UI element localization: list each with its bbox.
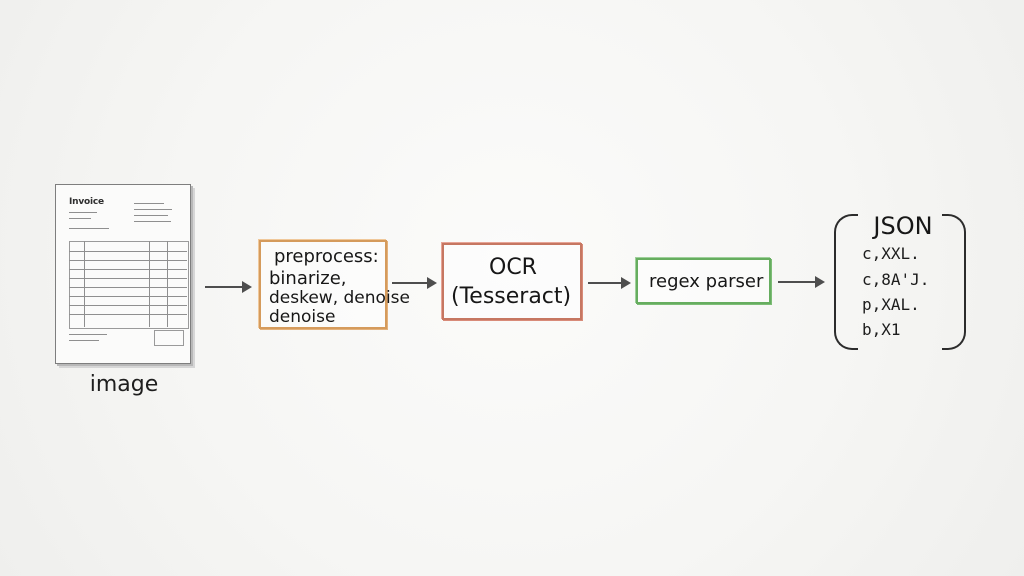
invoice-title: Invoice	[69, 197, 104, 207]
table-column-divider	[84, 241, 85, 327]
json-line-3: p,XAL.	[862, 295, 920, 314]
preprocess-step-box	[259, 240, 387, 329]
preprocess-line-1: preprocess:	[274, 246, 379, 267]
table-column-divider	[167, 241, 168, 327]
arrow-to-json	[778, 276, 825, 288]
ocr-step-box	[442, 243, 582, 320]
table-row-line	[69, 278, 187, 279]
parser-step-box	[636, 258, 771, 304]
arrow-to-ocr	[392, 277, 437, 289]
total-box	[154, 330, 184, 346]
json-line-2: c,8A'J.	[862, 270, 930, 289]
arrow-to-parser	[588, 277, 631, 289]
preprocess-line-2: binarize,	[269, 268, 347, 289]
meta-line	[134, 203, 164, 204]
invoice-document: Invoice	[55, 184, 191, 364]
invoice-table	[69, 241, 189, 329]
preprocess-line-4: denoise	[269, 307, 336, 327]
header-line	[69, 212, 97, 213]
meta-line	[134, 221, 171, 222]
header-line	[69, 218, 91, 219]
meta-line	[134, 209, 172, 210]
table-column-divider	[149, 241, 150, 327]
table-row-line	[69, 269, 187, 270]
preprocess-line-3: deskew, denoise	[269, 288, 410, 308]
table-row-line	[69, 314, 187, 315]
left-brace-icon	[834, 214, 858, 350]
table-row-line	[69, 287, 187, 288]
table-row-line	[69, 260, 187, 261]
json-title: JSON	[873, 212, 933, 240]
json-line-4: b,X1	[862, 320, 901, 339]
parser-line-1: regex parser	[649, 271, 764, 292]
footer-line	[69, 334, 107, 335]
arrow-to-preprocess	[205, 281, 252, 293]
json-line-1: c,XXL.	[862, 244, 920, 263]
input-label: image	[89, 372, 159, 397]
ocr-line-1: OCR	[489, 255, 537, 280]
table-row-line	[69, 296, 187, 297]
meta-line	[134, 215, 168, 216]
footer-line	[69, 340, 99, 341]
table-row-line	[69, 305, 187, 306]
address-line	[69, 228, 109, 229]
table-header-line	[69, 251, 187, 252]
ocr-line-2: (Tesseract)	[451, 284, 572, 309]
